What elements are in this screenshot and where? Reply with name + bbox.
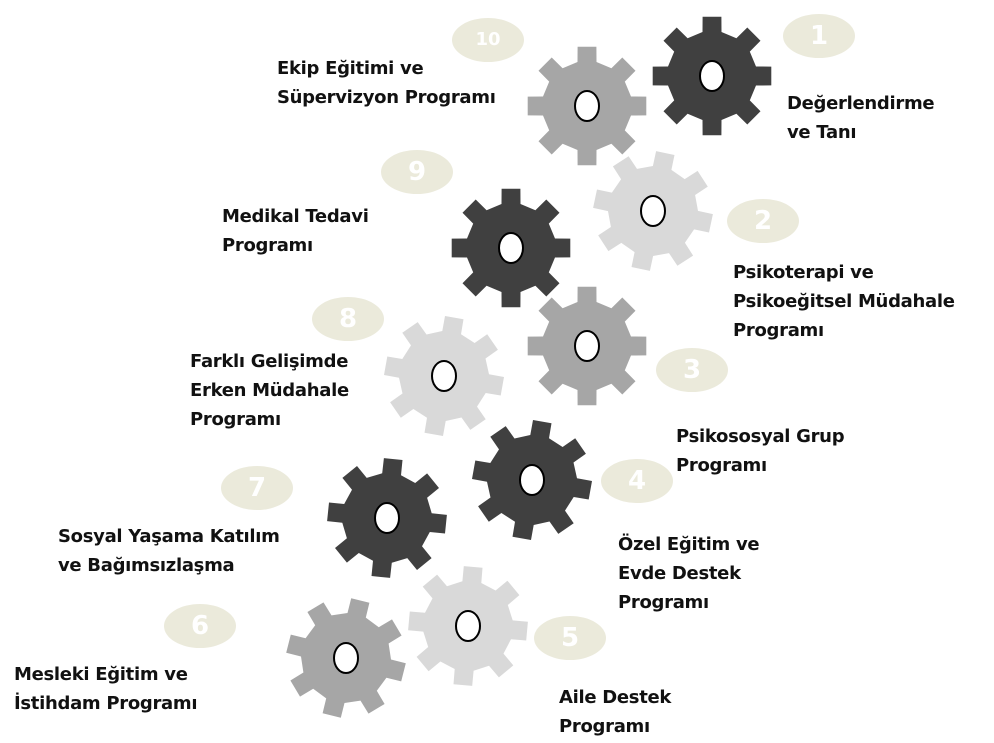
gear-6-icon <box>286 598 406 718</box>
gear-3-hole <box>574 330 600 362</box>
gear-6-hole <box>333 642 359 674</box>
step-1-number-badge: 1 <box>783 14 855 58</box>
gear-1-icon <box>652 16 772 136</box>
step-9-label: Medikal Tedavi Programı <box>222 206 369 256</box>
step-5-label: Aile Destek Programı <box>559 687 672 737</box>
step-6-number-badge: 6 <box>164 604 236 648</box>
step-4-label: Özel Eğitim ve Evde Destek Programı <box>618 534 760 613</box>
gear-3-icon <box>527 286 647 406</box>
step-9-number-badge: 9 <box>381 150 453 194</box>
step-10-label: Ekip Eğitimi ve Süpervizyon Programı <box>277 58 496 108</box>
step-1-label: Değerlendirme ve Tanı <box>787 93 935 143</box>
gear-9-hole <box>498 232 524 264</box>
step-7-number-badge: 7 <box>221 466 293 510</box>
step-2-number-badge: 2 <box>727 199 799 243</box>
gear-2-icon <box>593 151 713 271</box>
gear-5-hole <box>455 610 481 642</box>
gear-9-icon <box>451 188 571 308</box>
step-5-number-badge: 5 <box>534 616 606 660</box>
gear-4-hole <box>519 464 545 496</box>
gear-10-icon <box>527 46 647 166</box>
gear-4-icon <box>472 420 592 540</box>
step-3-label: Psikososyal Grup Programı <box>676 426 845 476</box>
step-4-number-badge: 4 <box>601 459 673 503</box>
step-6-label: Mesleki Eğitim ve İstihdam Programı <box>14 664 198 714</box>
step-8-number-badge: 8 <box>312 297 384 341</box>
gear-8-icon <box>384 316 504 436</box>
gear-7-hole <box>374 502 400 534</box>
gear-10-hole <box>574 90 600 122</box>
step-2-label: Psikoterapi ve Psikoeğitsel Müdahale Pro… <box>733 262 955 341</box>
step-8-label: Farklı Gelişimde Erken Müdahale Programı <box>190 351 349 430</box>
step-7-label: Sosyal Yaşama Katılım ve Bağımsızlaşma <box>58 526 280 576</box>
gear-1-hole <box>699 60 725 92</box>
gear-5-icon <box>408 566 528 686</box>
step-10-number-badge: 10 <box>452 18 524 62</box>
gear-2-hole <box>640 195 666 227</box>
gear-7-icon <box>327 458 447 578</box>
gear-8-hole <box>431 360 457 392</box>
step-3-number-badge: 3 <box>656 348 728 392</box>
